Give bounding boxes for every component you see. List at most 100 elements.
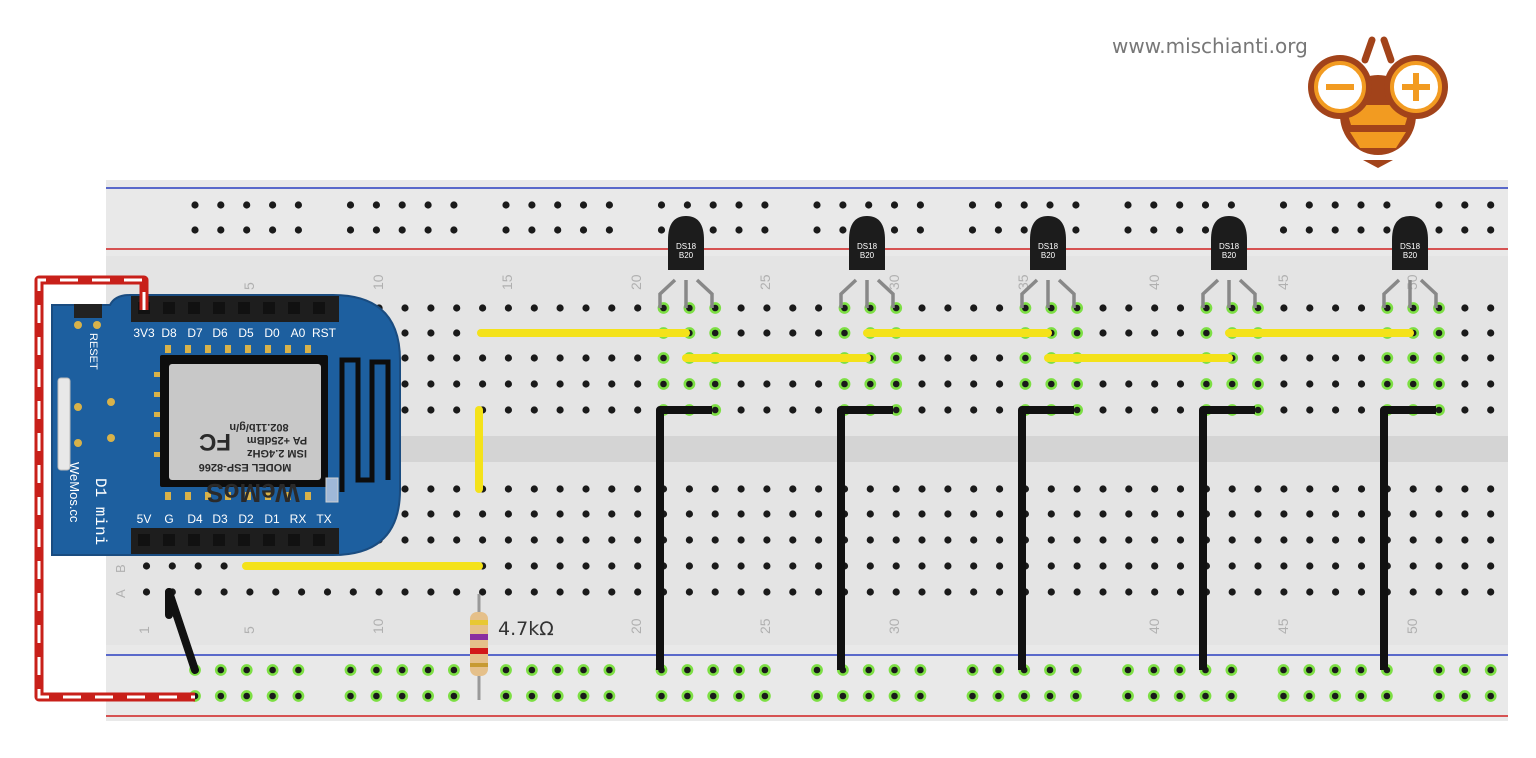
breadboard-hole: [1200, 378, 1213, 390]
breadboard-hole: [530, 485, 538, 493]
breadboard-hole: [608, 485, 616, 493]
breadboard-hole: [1073, 562, 1081, 570]
breadboard-hole: [735, 226, 743, 234]
breadboard-hole: [1228, 510, 1236, 518]
breadboard-hole: [504, 380, 512, 388]
breadboard-hole: [372, 201, 380, 209]
breadboard-hole: [992, 690, 1005, 702]
breadboard-hole: [1199, 690, 1212, 702]
breadboard-hole: [1151, 562, 1159, 570]
breadboard-hole: [634, 406, 642, 414]
breadboard-hole: [918, 406, 926, 414]
breadboard-hole: [707, 664, 720, 676]
breadboard-hole: [1124, 226, 1132, 234]
breadboard-hole: [1332, 588, 1340, 596]
breadboard-hole: [1201, 201, 1210, 209]
breadboard-hole: [763, 562, 771, 570]
breadboard-hole: [1099, 380, 1107, 388]
breadboard-hole: [996, 304, 1004, 312]
breadboard-hole: [608, 588, 616, 596]
breadboard-hole: [1099, 562, 1107, 570]
breadboard-hole: [453, 380, 461, 388]
breadboard-hole: [634, 485, 642, 493]
breadboard-hole: [865, 201, 873, 209]
breadboard-hole: [1306, 562, 1314, 570]
breadboard-hole: [862, 690, 875, 702]
breadboard-hole: [890, 201, 899, 209]
column-number: 5: [241, 626, 257, 634]
breadboard-hole: [737, 588, 745, 596]
top-pin-header: [131, 296, 339, 322]
breadboard-hole: [681, 664, 694, 676]
breadboard-hole: [733, 664, 745, 676]
module-line-model: MODEL ESP-8266: [199, 461, 292, 473]
breadboard-hole: [1487, 536, 1495, 544]
breadboard-hole: [269, 201, 277, 209]
breadboard-hole: [657, 201, 666, 209]
breadboard-hole: [763, 485, 771, 493]
breadboard-hole: [346, 226, 355, 234]
wire-black-sensor-5: [1380, 406, 1436, 670]
ds18b20-sensor: DS18 B20: [839, 216, 895, 308]
breadboard-hole: [1487, 485, 1495, 493]
breadboard-hole: [1433, 327, 1445, 339]
breadboard-hole: [1357, 562, 1366, 570]
breadboard-hole: [685, 536, 694, 544]
breadboard-hole: [944, 562, 952, 570]
breadboard-hole: [401, 304, 409, 312]
breadboard-hole: [422, 664, 434, 676]
breadboard-hole: [838, 378, 851, 390]
breadboard-hole: [839, 226, 847, 234]
breadboard-hole: [1332, 304, 1340, 312]
breadboard-hole: [837, 690, 849, 702]
breadboard-hole: [657, 226, 666, 234]
breadboard-hole: [500, 690, 512, 702]
breadboard-hole: [453, 588, 461, 596]
pin-label-a0: A0: [291, 326, 306, 340]
breadboard-hole: [401, 329, 409, 337]
breadboard-hole: [1124, 201, 1132, 209]
breadboard-hole: [918, 562, 926, 570]
breadboard-hole: [1176, 329, 1185, 337]
breadboard-hole: [737, 406, 745, 414]
breadboard-hole: [401, 588, 409, 596]
breadboard-hole: [1433, 690, 1445, 702]
breadboard-hole: [789, 406, 797, 414]
resistor-label: 4.7kΩ: [498, 618, 554, 640]
breadboard-hole: [1228, 588, 1236, 596]
breadboard-hole: [504, 406, 512, 414]
breadboard-hole: [1332, 536, 1340, 544]
breadboard-hole: [996, 510, 1004, 518]
ds18b20-sensor: DS18 B20: [658, 216, 714, 308]
breadboard-hole: [815, 485, 823, 493]
pin-label-3v3: 3V3: [133, 326, 155, 340]
breadboard-hole: [914, 690, 927, 702]
breadboard-hole: [1409, 562, 1417, 570]
breadboard-hole: [240, 690, 253, 702]
breadboard-hole: [1435, 588, 1443, 596]
breadboard-hole: [1176, 510, 1185, 518]
breadboard-hole: [577, 690, 590, 702]
breadboard-hole: [298, 588, 306, 596]
breadboard-hole: [1176, 485, 1185, 493]
breadboard-hole: [815, 329, 823, 337]
breadboard-hole: [737, 380, 745, 388]
column-numbers-top: 5 10 15 20 25 30 35 40 45 50: [241, 274, 1420, 290]
column-number: 10: [370, 618, 386, 634]
breadboard-hole: [1225, 664, 1238, 676]
breadboard-hole: [1357, 380, 1366, 388]
column-number: 25: [757, 618, 773, 634]
breadboard-hole: [892, 588, 900, 596]
breadboard-hole: [1461, 304, 1469, 312]
breadboard-hole: [608, 562, 616, 570]
breadboard-hole: [1277, 664, 1290, 676]
column-number: 25: [757, 274, 773, 290]
breadboard-hole: [1073, 510, 1081, 518]
breadboard-hole: [1047, 562, 1055, 570]
column-number: 45: [1275, 618, 1291, 634]
resistor-4k7: 4.7kΩ: [470, 594, 554, 700]
wire-red-3v3: [34, 275, 195, 702]
esp-shield: [169, 364, 321, 480]
breadboard-hole: [994, 201, 1003, 209]
breadboard-hole: [450, 201, 458, 209]
